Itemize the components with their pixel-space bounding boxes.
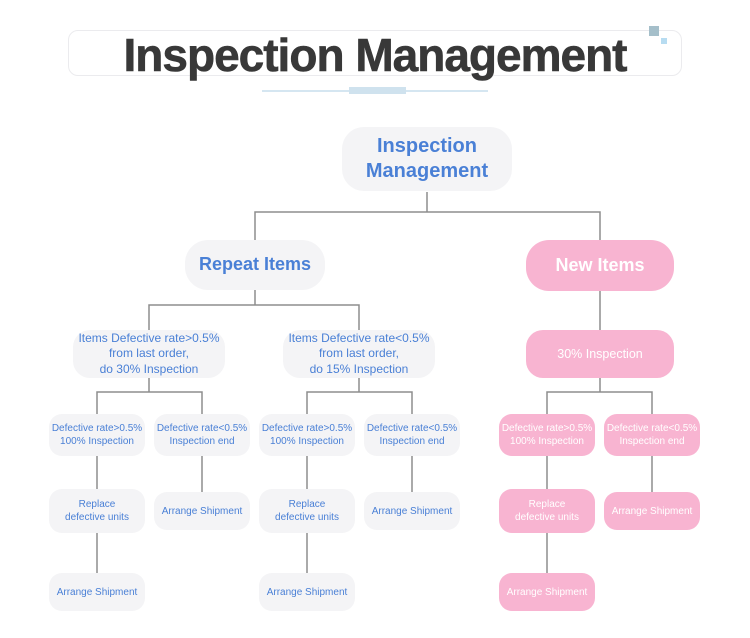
title-underline-accent	[349, 87, 406, 94]
node-repeat-high-replace: Replace defective units	[49, 489, 145, 533]
node-repeat-high-defect-high: Defective rate>0.5% 100% Inspection	[49, 414, 145, 456]
node-repeat-low-replace: Replace defective units	[259, 489, 355, 533]
node-repeat-low-defect-low: Defective rate<0.5% Inspection end	[364, 414, 460, 456]
node-new-ship-final: Arrange Shipment	[499, 573, 595, 611]
node-new-defect-low: Defective rate<0.5% Inspection end	[604, 414, 700, 456]
node-repeat-high-ship-final: Arrange Shipment	[49, 573, 145, 611]
node-repeat-high-ship-end: Arrange Shipment	[154, 492, 250, 530]
node-repeat-low-rate: Items Defective rate<0.5% from last orde…	[283, 330, 435, 378]
decor-square-small-icon	[661, 38, 667, 44]
title-card	[68, 30, 682, 76]
node-repeat-low-ship-final: Arrange Shipment	[259, 573, 355, 611]
node-new-defect-high: Defective rate>0.5% 100% Inspection	[499, 414, 595, 456]
node-new-30-inspection: 30% Inspection	[526, 330, 674, 378]
node-repeat-low-defect-high: Defective rate>0.5% 100% Inspection	[259, 414, 355, 456]
node-new-ship-end: Arrange Shipment	[604, 492, 700, 530]
node-root-inspection-management: Inspection Management	[342, 127, 512, 191]
page-title: Inspection Management	[123, 29, 628, 82]
node-new-replace: Replace defective units	[499, 489, 595, 533]
decor-square-icon	[649, 26, 659, 36]
node-repeat-items: Repeat Items	[185, 240, 325, 290]
node-repeat-low-ship-end: Arrange Shipment	[364, 492, 460, 530]
node-repeat-high-rate: Items Defective rate>0.5% from last orde…	[73, 330, 225, 378]
node-new-items: New Items	[526, 240, 674, 291]
node-repeat-high-defect-low: Defective rate<0.5% Inspection end	[154, 414, 250, 456]
